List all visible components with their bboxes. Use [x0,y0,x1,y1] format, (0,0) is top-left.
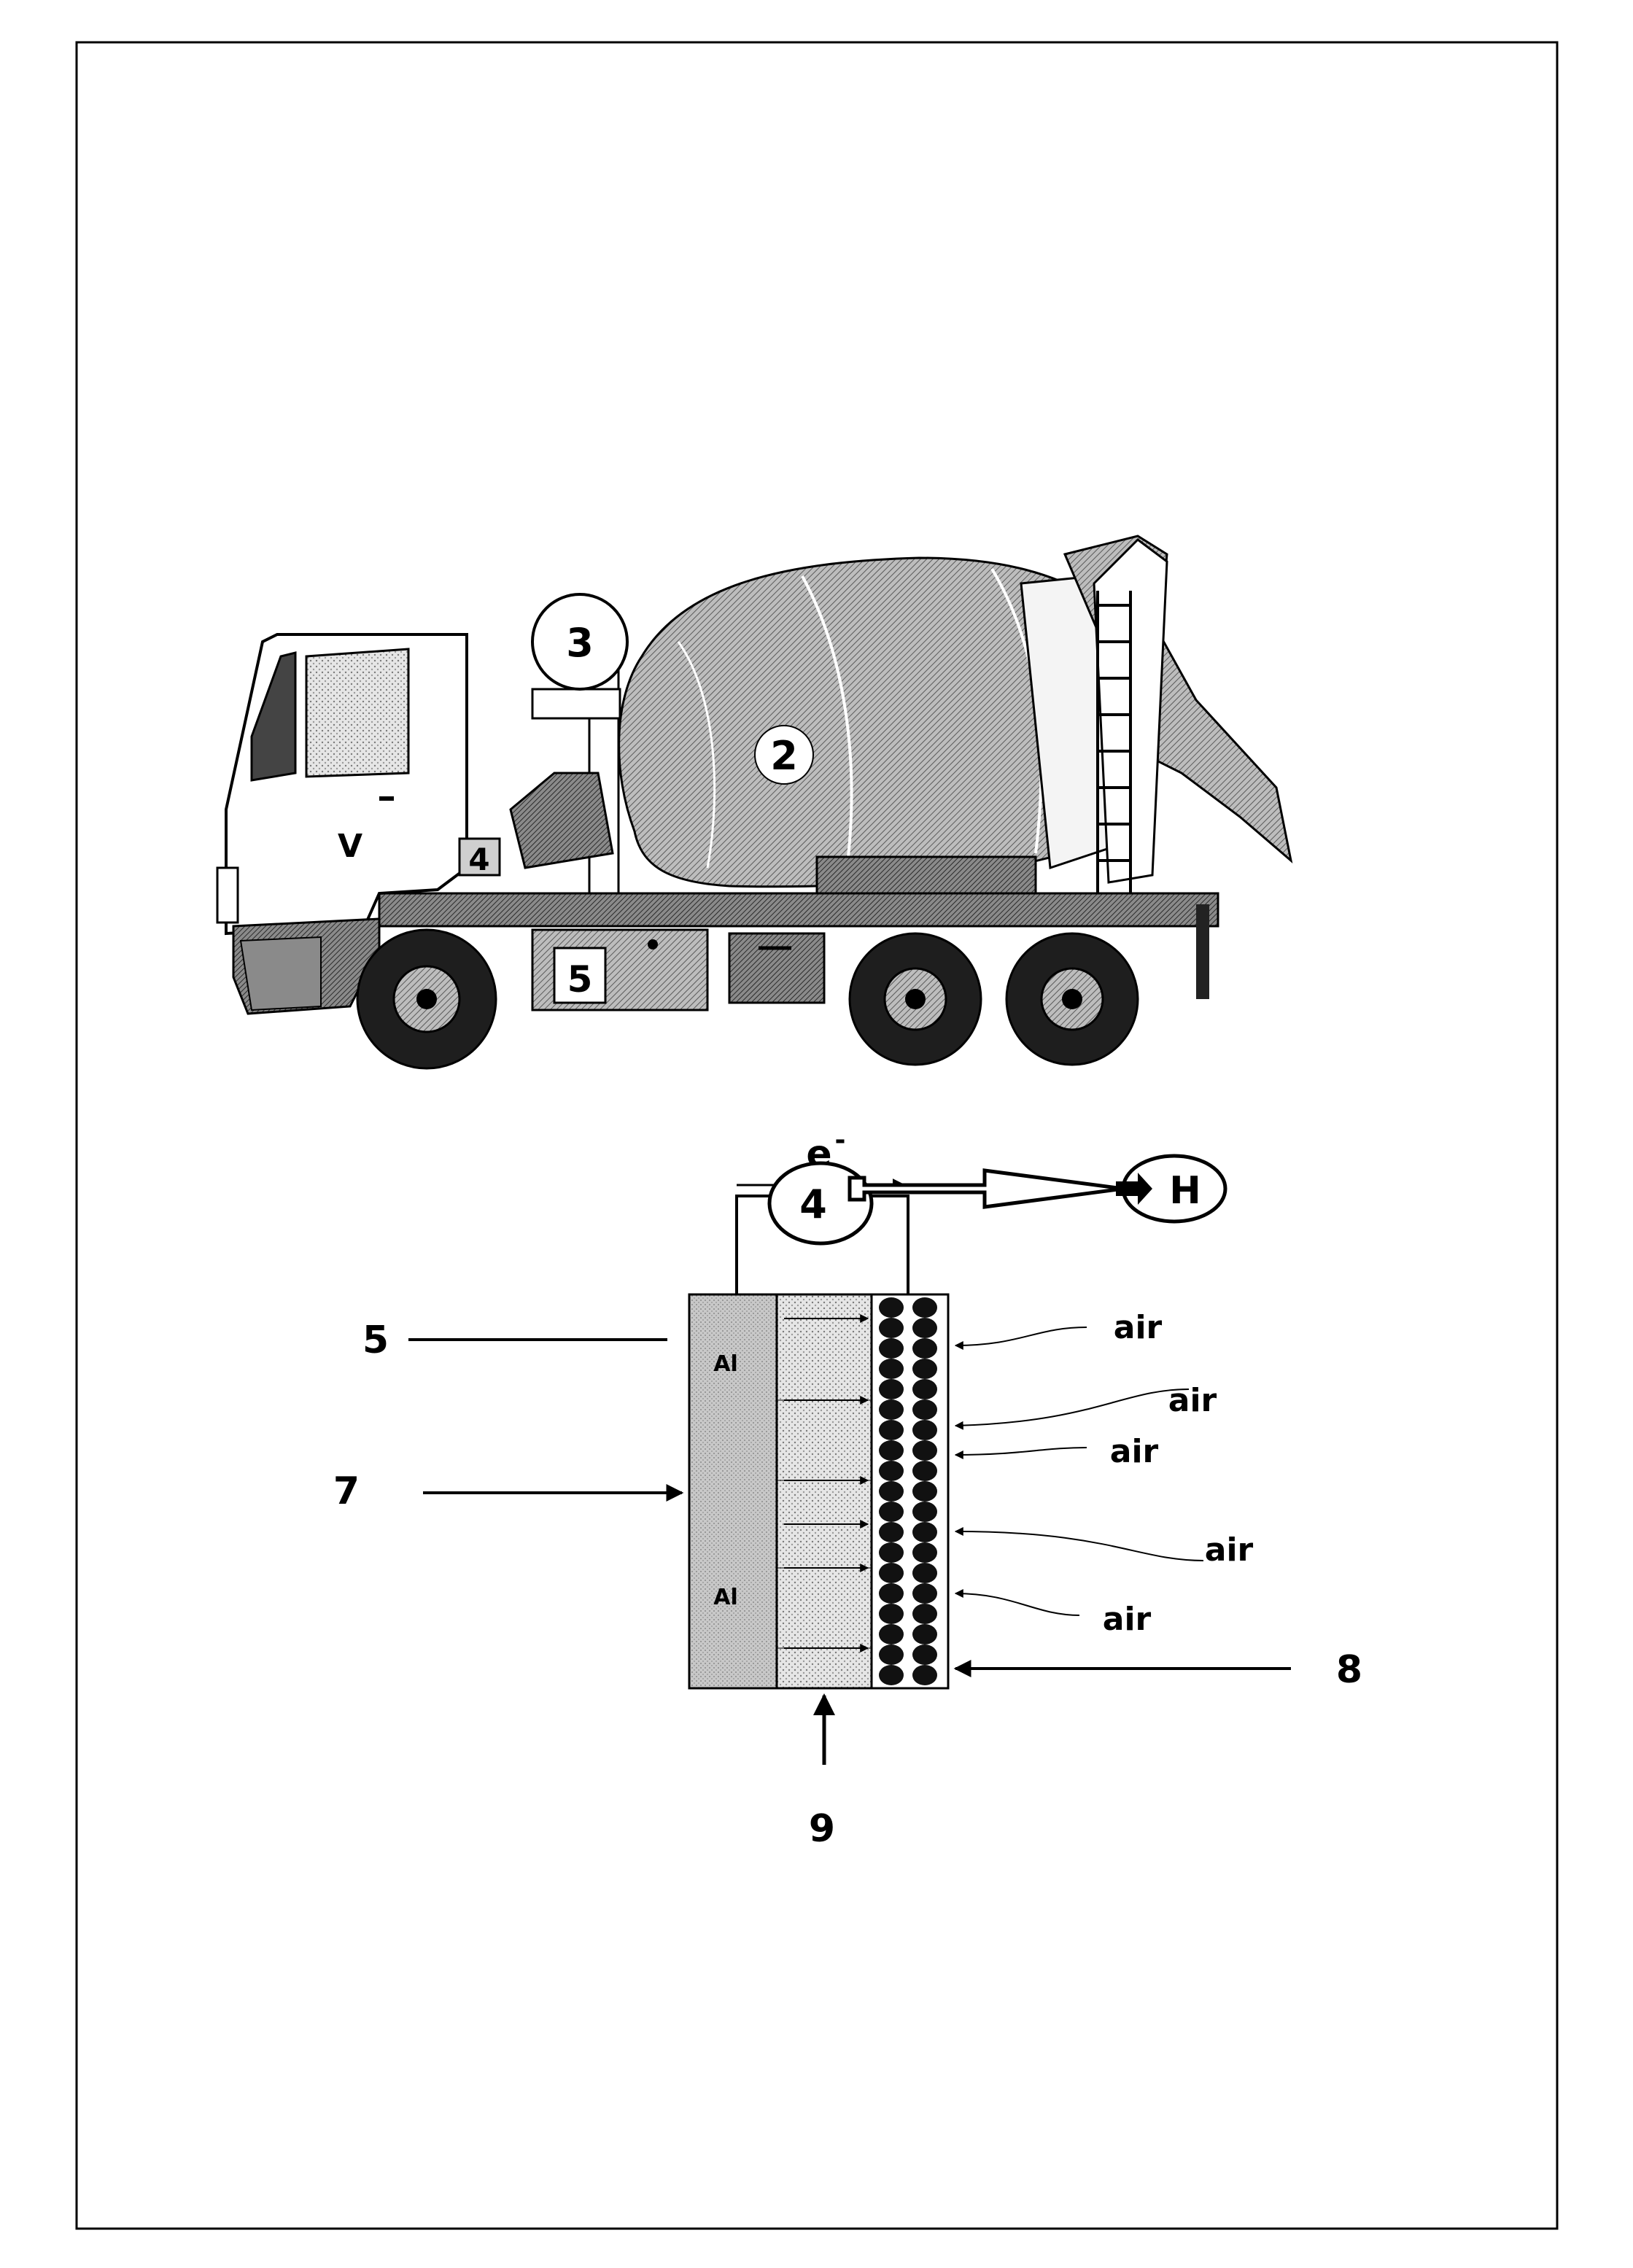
label-4: 4 [799,1181,827,1227]
anode-label-bottom: Al [713,1585,738,1610]
air-inflow-lines [954,1327,1204,1616]
front-wheel [356,928,497,1070]
label-h: H [1169,1169,1201,1213]
label-5-truck: 5 [567,958,593,1001]
ref-8: 8 [1336,1648,1362,1692]
component-3: 3 [531,593,629,691]
rear-wheel-1 [848,932,982,1066]
anode-label-top: Al [713,1351,738,1377]
label-2: 2 [770,733,798,779]
page-frame [75,41,1559,2230]
air-label-4: air [1205,1531,1254,1569]
aluminium-anode [688,1293,778,1690]
concrete-mixer-truck: 3 2 V 4 5 [216,535,1293,1070]
label-3: 3 [566,620,594,666]
ref-5: 5 [362,1319,389,1362]
load-4: 4 [767,1161,874,1246]
air-label-3: air [1110,1433,1159,1470]
cab-window [305,648,410,778]
air-label-5: air [1103,1601,1152,1638]
truck-rear-post [1196,904,1209,999]
electrolyte [775,1293,873,1690]
heater-h: H [1116,1154,1227,1224]
truck-ladder [1096,591,1132,893]
label-v: V [338,828,362,865]
circuit-wire-right [872,1195,909,1294]
label-4-truck: 4 [468,842,489,877]
air-label-2: air [1168,1382,1217,1419]
ref-9: 9 [809,1807,835,1851]
aluminium-air-cell-diagram: e - 4 H Al Al [333,1125,1362,1851]
electron-superscript: - [835,1125,846,1155]
cathode-particles [879,1297,937,1685]
truck-chassis [378,892,1219,928]
ref-7: 7 [333,1469,360,1513]
circuit-wire-left [735,1195,773,1294]
ion-flow-arrows [777,1314,872,1653]
air-label-1: air [1114,1309,1163,1346]
rear-wheel-2 [1005,932,1139,1066]
power-arrow [847,1168,1124,1209]
